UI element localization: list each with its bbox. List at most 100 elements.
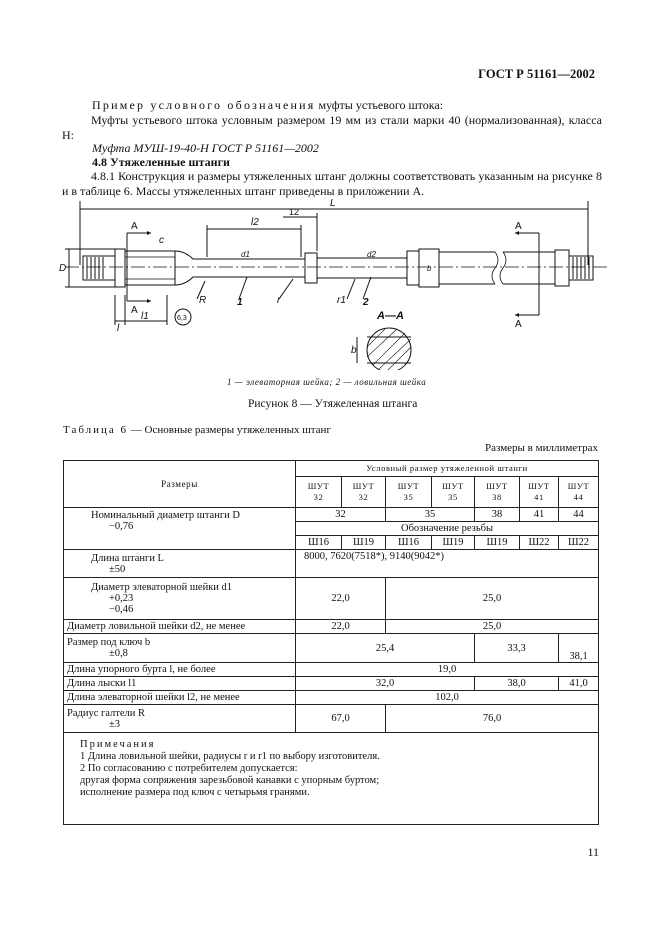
cell-D-44: 44 xyxy=(557,507,600,522)
note-4: исполнение размера под ключ с четырьмя г… xyxy=(80,787,310,798)
note-2: 2 По согласованию с потребителем допуска… xyxy=(80,763,298,774)
example-text: Муфты устьевого штока условным размером … xyxy=(62,113,602,142)
col-size: 32 xyxy=(358,492,369,502)
label-l: l xyxy=(117,323,120,334)
cell-D-32: 32 xyxy=(295,507,386,522)
label-b-right: b xyxy=(427,264,432,273)
cell-l1-44: 41,0 xyxy=(557,676,600,691)
sinker-bar-drawing: L l2 12 А А А А c D d1 d2 b r r1 R 1 2 l… xyxy=(59,198,608,370)
row-label-R: Радиус галтели R ±3 xyxy=(63,704,296,733)
cell-D-41: 41 xyxy=(519,507,559,522)
thread-label: Обозначение резьбы xyxy=(294,521,600,536)
table-title: Таблица 6 — Основные размеры утяжеленных… xyxy=(63,424,331,436)
table-title-rest: — Основные размеры утяжеленных штанг xyxy=(128,424,331,436)
cell-b-38-41: 33,3 xyxy=(474,633,559,663)
col-size: 35 xyxy=(403,492,414,502)
thread-cell: Ш19 xyxy=(431,535,475,550)
section-title: 4.8 Утяжеленные штанги xyxy=(92,155,230,169)
label-A4: А xyxy=(515,319,522,330)
label-roughness: 6,3 xyxy=(177,315,187,322)
cell-D-38: 38 xyxy=(474,507,520,522)
standard-header: ГОСТ Р 51161—2002 xyxy=(478,67,595,81)
row-label-d1: Диаметр элеваторной шейки d1 +0,23 −0,46 xyxy=(63,577,296,620)
label-d1: d1 xyxy=(241,250,250,259)
cell-d1-35-44: 25,0 xyxy=(384,577,600,620)
row-label-l1: Длина лыски l1 xyxy=(63,676,296,691)
label-A3: А xyxy=(515,221,522,232)
table-units: Размеры в миллиметрах xyxy=(485,442,598,454)
cell-l2: 102,0 xyxy=(294,690,600,705)
d1-label-2: +0,23 xyxy=(109,593,134,604)
notes-title: Примечания xyxy=(80,739,156,750)
col-name: ШУТ xyxy=(486,481,508,491)
row-label-d2: Диаметр ловильной шейки d2, не менее xyxy=(63,619,296,634)
col-size: 41 xyxy=(534,492,544,502)
row-label-l2: Длина элеваторной шейки l2, не менее xyxy=(63,690,296,705)
header-param: Размеры xyxy=(63,460,296,508)
l-label-1: Длина штанги L xyxy=(91,552,164,564)
cell-R-32: 67,0 xyxy=(295,704,386,733)
example-heading: Пример условного обозначения xyxy=(92,98,316,112)
note-1: 1 Длина ловильной шейки, радиусы r и r1 … xyxy=(80,751,380,762)
label-12: 12 xyxy=(289,207,299,217)
label-n2: 2 xyxy=(362,297,369,308)
row-label-L: Длина штанги L ±50 xyxy=(63,549,296,578)
header-group: Условный размер утяжеленной штанги xyxy=(294,460,600,477)
row-label-D: Номинальный диаметр штанги D −0,76 xyxy=(63,507,296,550)
label-n1: 1 xyxy=(237,297,243,308)
label-L: L xyxy=(330,198,336,209)
col-name: ШУТ xyxy=(528,481,550,491)
label-A2: А xyxy=(131,305,138,316)
example-heading-line: Пример условного обозначения муфты устье… xyxy=(92,98,612,113)
note-3: другая форма сопряжения зарезьбовой кана… xyxy=(80,775,380,786)
section-paragraph: 4.8.1 Конструкция и размеры утяжеленных … xyxy=(62,169,602,198)
label-r1: r1 xyxy=(337,295,346,306)
label-d2: d2 xyxy=(367,250,376,259)
col-name: ШУТ xyxy=(307,481,330,491)
cell-d1-32: 22,0 xyxy=(295,577,386,620)
label-D: D xyxy=(59,263,66,274)
table-title-spaced: Таблица 6 xyxy=(63,424,129,436)
thread-cell: Ш19 xyxy=(341,535,386,550)
cell-l: 19,0 xyxy=(294,662,600,677)
cell-R-35-44: 76,0 xyxy=(384,704,600,733)
b-label-2: ±0,8 xyxy=(109,648,128,659)
l-label-2: ±50 xyxy=(109,563,126,575)
cell-D-35: 35 xyxy=(385,507,475,522)
col-size: 44 xyxy=(573,492,584,502)
thread-cell: Ш22 xyxy=(557,535,600,550)
cell-d2-35-44: 25,0 xyxy=(384,619,600,634)
cell-l1-32-35: 32,0 xyxy=(295,676,475,691)
thread-cell: Ш16 xyxy=(385,535,432,550)
d-label-2: −0,76 xyxy=(109,521,134,532)
label-l2: l2 xyxy=(251,217,259,228)
thread-cell: Ш16 xyxy=(295,535,342,550)
figure-legend: 1 — элеваторная шейка; 2 — ловильная шей… xyxy=(227,377,427,387)
example-designation: Муфта МУШ-19-40-Н ГОСТ Р 51161—2002 xyxy=(92,141,319,155)
page-number: 11 xyxy=(587,845,599,859)
cell-l1-38-41: 38,0 xyxy=(474,676,559,691)
r-label-1: Радиус галтели R xyxy=(67,707,146,719)
col-size: 32 xyxy=(313,492,324,502)
thread-cell: Ш19 xyxy=(474,535,520,550)
thread-cell: Ш22 xyxy=(519,535,559,550)
cell-b-44: 38,1 xyxy=(557,633,600,663)
col-name: ШУТ xyxy=(567,481,590,491)
example-heading-rest: муфты устьевого штока: xyxy=(315,98,444,112)
col-name: ШУТ xyxy=(442,481,464,491)
col-name: ШУТ xyxy=(397,481,420,491)
cell-d2-32: 22,0 xyxy=(295,619,386,634)
d1-label-3: −0,46 xyxy=(109,604,134,615)
label-R: R xyxy=(199,295,206,306)
label-A1: А xyxy=(131,221,138,232)
d1-label-1: Диаметр элеваторной шейки d1 xyxy=(91,582,233,593)
label-section: А—А xyxy=(376,310,404,322)
col-size: 35 xyxy=(448,492,458,502)
figure-caption: Рисунок 8 — Утяжеленная штанга xyxy=(248,398,418,410)
